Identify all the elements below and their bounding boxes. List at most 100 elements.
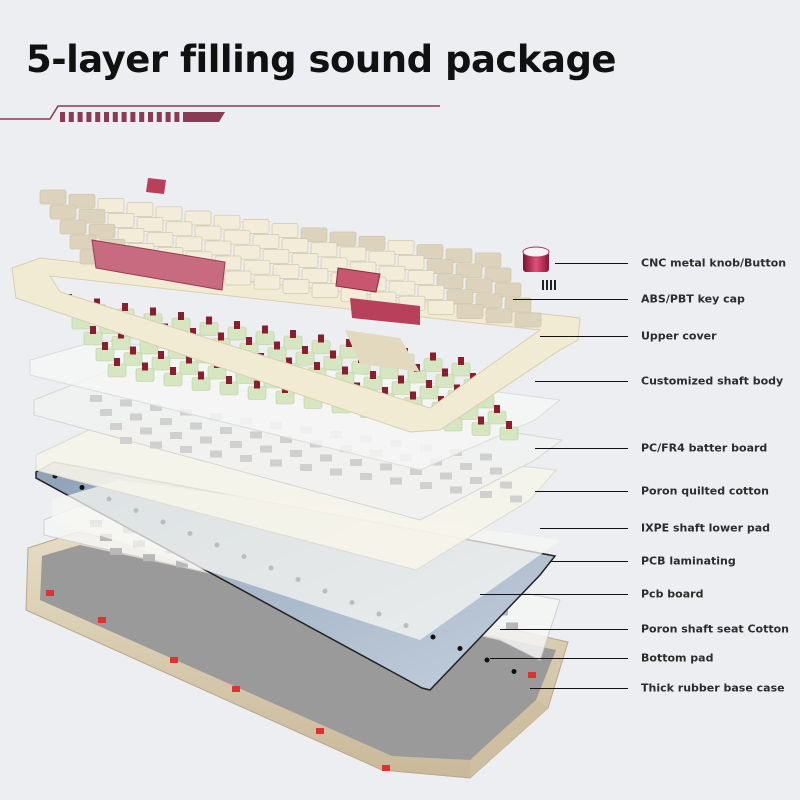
seat-hole	[176, 560, 188, 568]
pcb-pad	[484, 657, 490, 663]
accent-segment	[148, 112, 153, 122]
keycap	[175, 236, 203, 252]
plate-hole	[220, 427, 232, 434]
switch-stem	[206, 316, 212, 325]
switch-stem	[190, 328, 196, 336]
cnc-knob	[522, 246, 556, 290]
switch-stem	[102, 342, 108, 350]
switch-stem	[286, 357, 292, 366]
switch-stem	[398, 375, 404, 384]
switch-stem	[346, 339, 352, 347]
keycap	[233, 244, 261, 260]
keycap	[49, 204, 77, 220]
plate-hole	[490, 467, 502, 475]
keycap	[514, 312, 542, 328]
switch-stem	[122, 303, 128, 311]
plate-hole	[360, 473, 372, 480]
switch-stem	[318, 334, 324, 343]
keycap	[368, 250, 396, 266]
pcb-pad	[457, 646, 463, 651]
accent-segment	[165, 112, 171, 122]
plate-hole	[280, 436, 292, 443]
keycap	[107, 213, 135, 228]
keycap	[252, 234, 280, 249]
keycap	[310, 242, 338, 258]
keycap	[155, 206, 183, 222]
switch-stem	[114, 358, 120, 366]
keycap	[301, 268, 329, 283]
keycap	[397, 255, 425, 270]
accent-segment	[77, 112, 83, 122]
switch-stem	[274, 341, 280, 350]
keycap	[494, 282, 522, 298]
keycap	[281, 238, 309, 253]
keycap	[78, 208, 106, 224]
keycap	[378, 265, 406, 281]
switch-stem	[90, 326, 96, 334]
switch-stem	[370, 371, 376, 379]
plate-hole	[240, 455, 252, 462]
keycap	[504, 297, 532, 313]
keycap	[358, 235, 386, 251]
keycap	[223, 229, 251, 245]
switch-stem	[458, 357, 464, 365]
switch-stem	[478, 416, 484, 425]
accent-segment	[60, 112, 65, 122]
keycap	[300, 227, 328, 243]
switch-stem	[186, 355, 192, 364]
accent-segment	[121, 112, 127, 122]
plate-hole	[460, 463, 472, 470]
keycap	[291, 253, 319, 268]
switch-stem	[150, 307, 156, 316]
plate-hole	[440, 472, 452, 480]
pcb-pad	[511, 669, 517, 674]
keycap	[407, 270, 435, 285]
switch-stem	[302, 346, 308, 354]
keycap	[311, 283, 339, 298]
plate-hole	[150, 441, 162, 449]
keycap	[117, 228, 145, 243]
seat-hole	[506, 622, 518, 630]
keycap	[126, 202, 154, 217]
keycap	[242, 219, 270, 234]
accent-segment	[174, 112, 180, 122]
keycap	[455, 263, 483, 279]
switch-stem	[246, 337, 252, 345]
keycap	[388, 280, 416, 296]
plate-hole	[330, 468, 342, 476]
switch-stem	[442, 368, 448, 377]
base-case-layer	[25, 531, 569, 779]
plate-hole	[110, 423, 122, 430]
keycap	[282, 279, 310, 294]
plate-hole	[500, 481, 512, 489]
plate-hole	[350, 459, 362, 466]
plate-hole	[200, 436, 212, 444]
keycap	[224, 270, 252, 286]
accent-segment	[130, 112, 136, 122]
switch-stem	[142, 362, 148, 371]
keycap	[39, 189, 67, 205]
keycap	[339, 246, 367, 262]
keycap	[427, 300, 455, 315]
plate-hole	[100, 409, 112, 416]
switch-stem	[410, 391, 416, 400]
keycap	[456, 304, 484, 319]
keycap	[416, 244, 444, 259]
keycap	[204, 240, 232, 256]
switch-stem	[254, 380, 260, 389]
keycap	[194, 225, 222, 241]
seat-hole	[110, 548, 122, 555]
switch-stem	[158, 351, 164, 359]
title-accent-bar	[0, 105, 440, 122]
plate-hole	[420, 482, 432, 489]
page-title: 5-layer filling sound package	[26, 38, 617, 81]
plate-hole	[90, 395, 102, 402]
keycap	[426, 259, 454, 274]
plate-hole	[160, 418, 172, 425]
plate-hole	[230, 441, 242, 448]
plate-hole	[290, 450, 302, 457]
plate-hole	[480, 491, 492, 498]
keycap	[485, 308, 513, 324]
keycap	[165, 221, 193, 237]
